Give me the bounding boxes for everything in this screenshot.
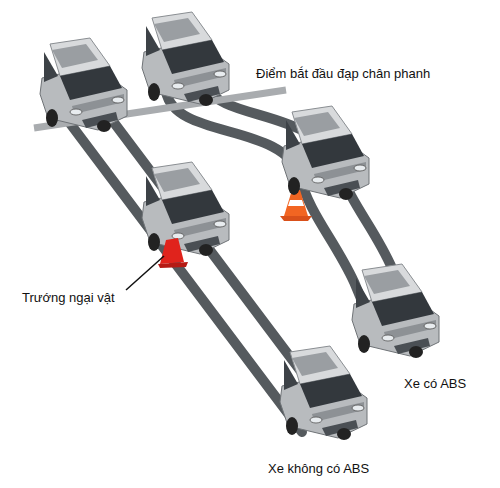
leader-line [126, 256, 164, 290]
non-abs-car-label: Xe không có ABS [268, 461, 369, 477]
car [40, 38, 127, 132]
obstacle-cone [158, 238, 188, 268]
car [142, 12, 229, 106]
tracks [66, 86, 410, 432]
car [352, 264, 439, 358]
abs-car-label: Xe có ABS [404, 376, 466, 392]
cone [280, 190, 312, 221]
car [280, 346, 367, 440]
brake-start-label: Điểm bắt đầu đạp chân phanh [256, 66, 430, 82]
car [142, 162, 229, 256]
car [282, 106, 369, 200]
obstacle-label: Trướng ngại vật [22, 290, 115, 306]
